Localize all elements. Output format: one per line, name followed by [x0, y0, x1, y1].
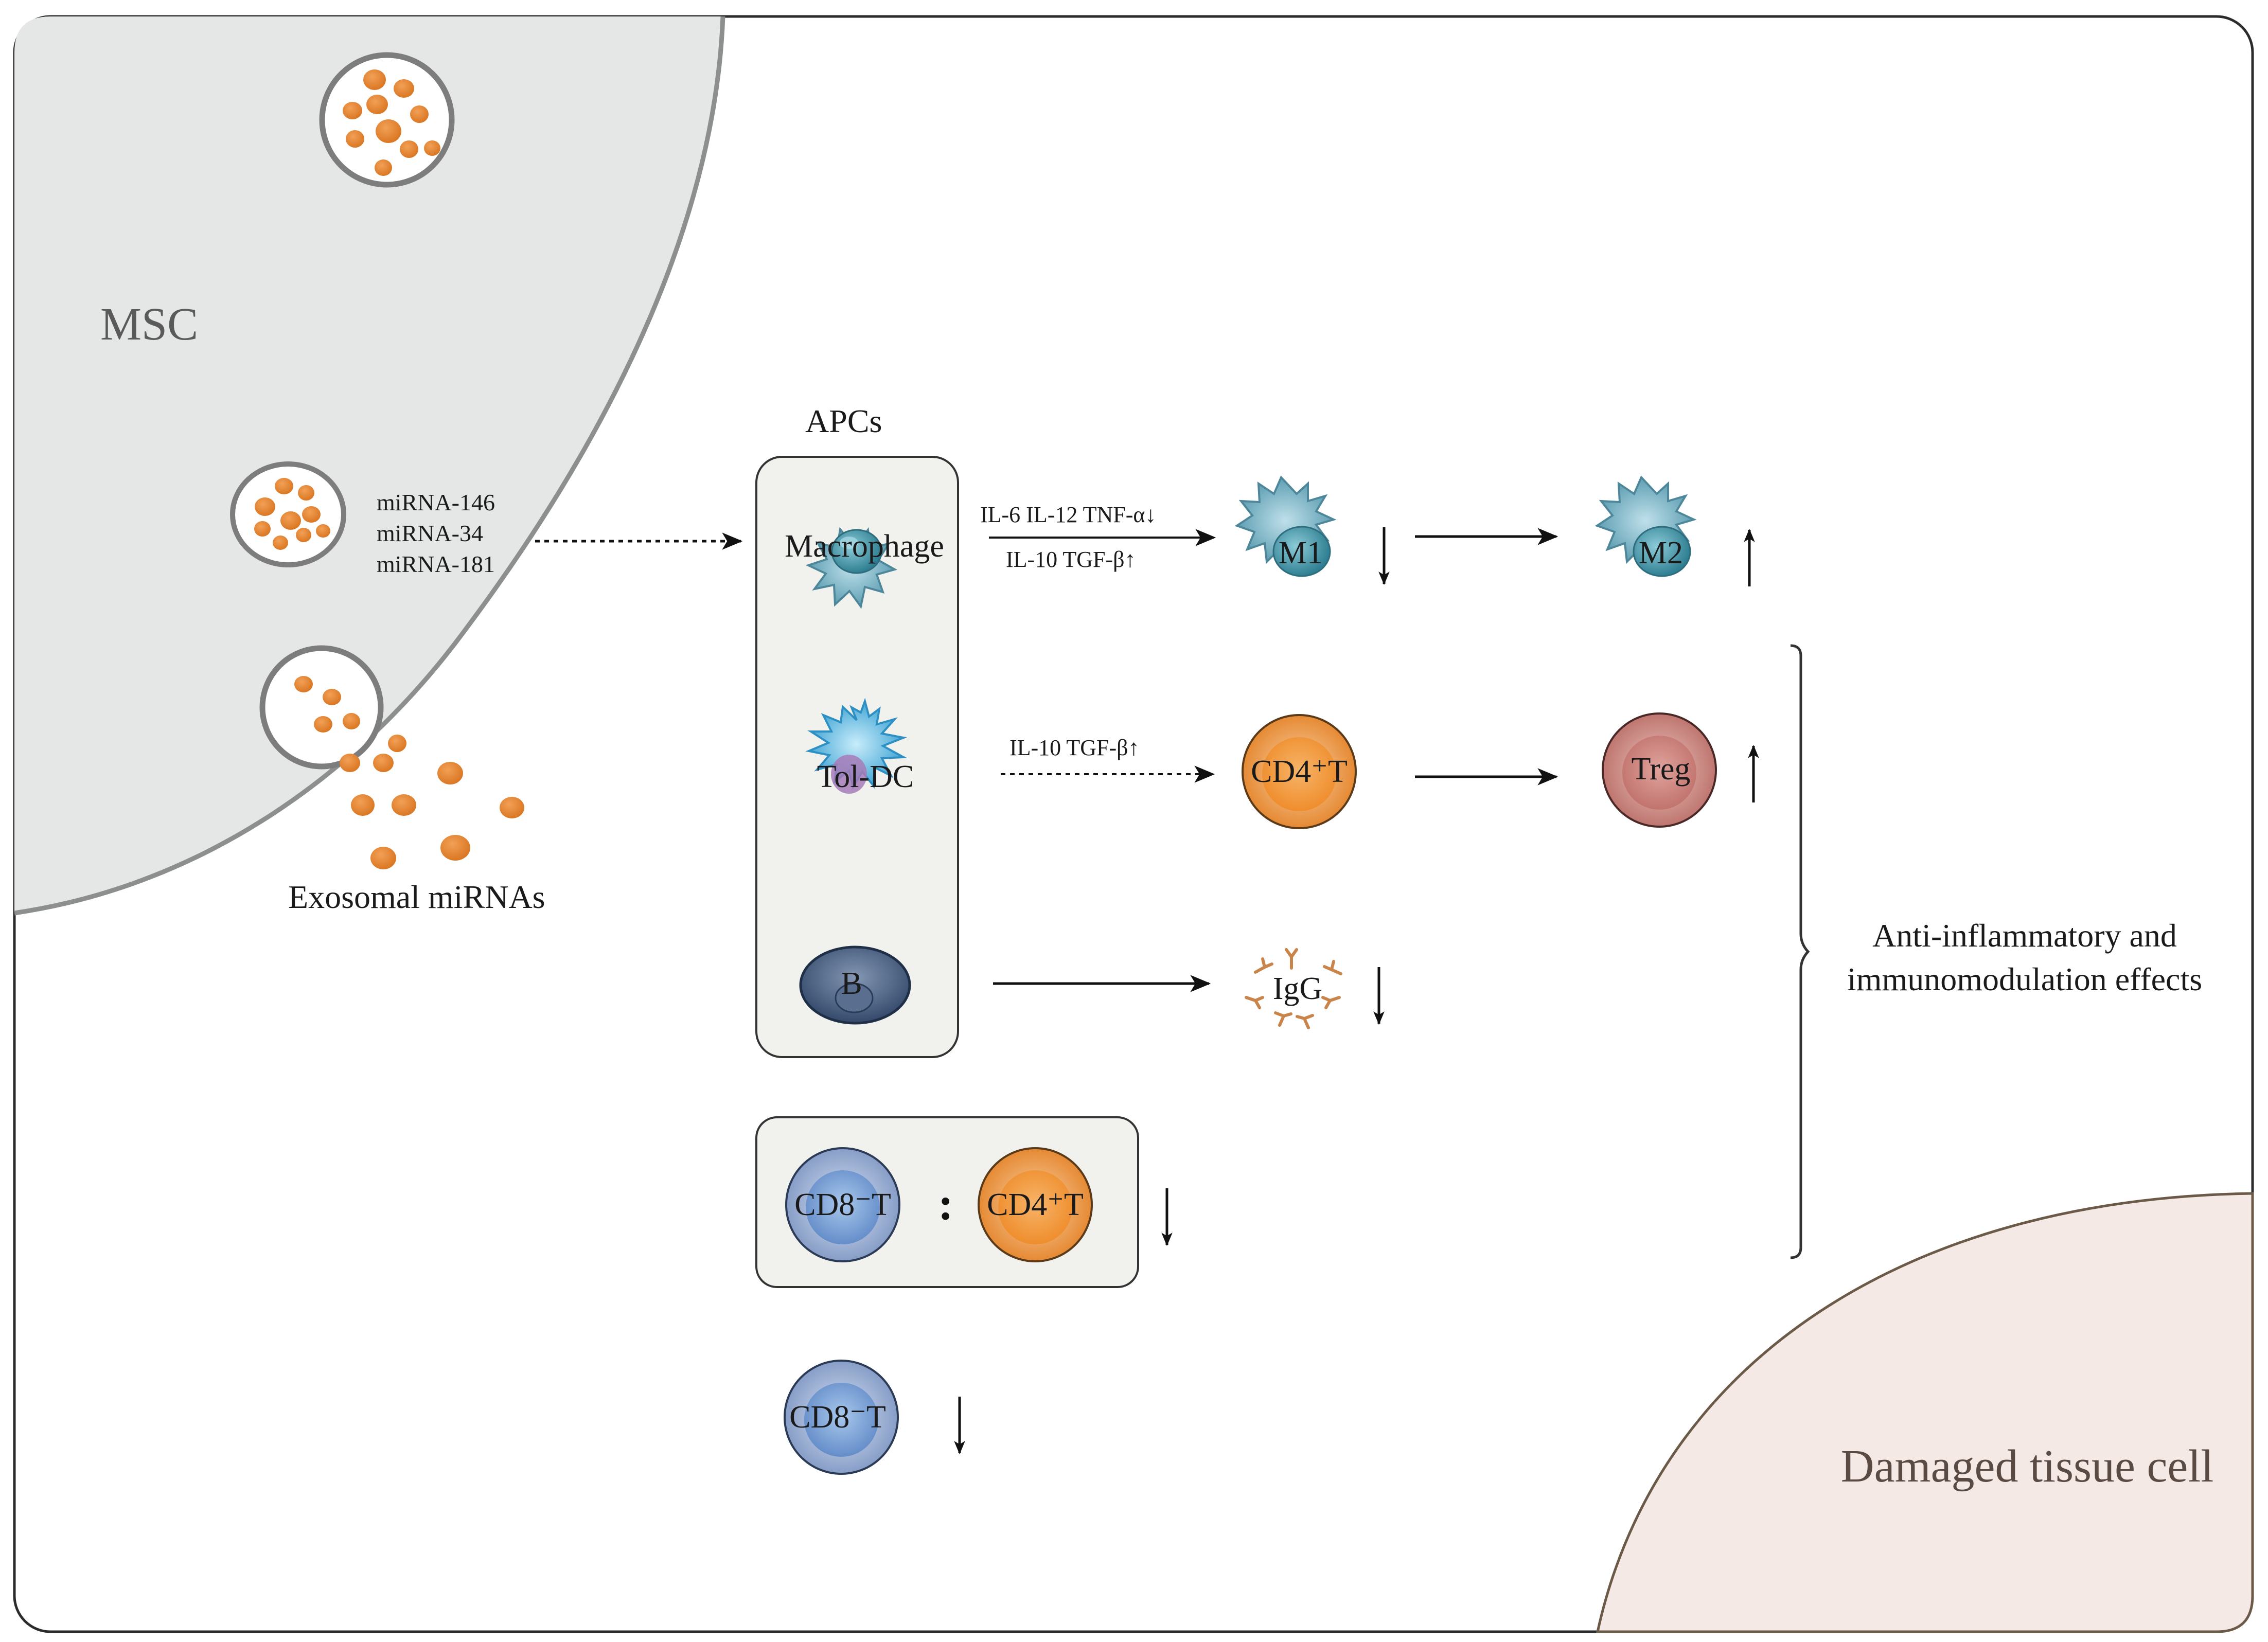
treg-label: Treg	[1632, 752, 1691, 787]
cd8t-cell-ratio	[785, 1147, 900, 1262]
exosome-vesicle-top	[319, 52, 455, 188]
cd8t-ratio-label: CD8⁻T	[794, 1187, 891, 1222]
exosome-vesicle-release	[259, 645, 384, 770]
cd8t-cell-single	[784, 1360, 899, 1475]
igg-label: IgG	[1273, 971, 1322, 1006]
b-cell-label: B	[841, 966, 862, 1001]
cytokines-up-label-2: IL-10 TGF-β↑	[1009, 735, 1140, 760]
msc-region	[14, 16, 723, 913]
ratio-colon: :	[938, 1179, 953, 1229]
effects-line-2: immunomodulation effects	[1847, 961, 2202, 997]
effects-line-1: Anti-inflammatory and	[1872, 917, 2177, 954]
m2-macrophage	[1594, 475, 1697, 577]
mirna-181-label: miRNA-181	[377, 551, 495, 577]
cd8t-single-label: CD8⁻T	[789, 1400, 886, 1435]
mirna-146-label: miRNA-146	[377, 489, 495, 515]
m1-label: M1	[1279, 536, 1323, 570]
m2-label: M2	[1639, 536, 1683, 570]
tol-dc-label: Tol-DC	[817, 759, 914, 794]
b-cell	[799, 945, 911, 1025]
cd4t-cell	[1242, 714, 1357, 829]
macrophage-label: Macrophage	[785, 529, 944, 564]
mirna-list: miRNA-146 miRNA-34 miRNA-181	[377, 489, 501, 577]
msc-membrane	[14, 16, 725, 916]
cytokines-down-label: IL-6 IL-12 TNF-α↓	[980, 502, 1156, 527]
exosome-vesicle-middle	[230, 461, 346, 567]
apcs-label: APCs	[805, 403, 882, 439]
exosomal-mirnas-label: Exosomal miRNAs	[288, 879, 545, 915]
cd4t-label: CD4⁺T	[1251, 754, 1348, 789]
mirna-34-label: miRNA-34	[377, 520, 483, 546]
igg-antibodies	[1245, 948, 1342, 1029]
cd4t-cell-ratio	[978, 1147, 1093, 1262]
damaged-tissue-label: Damaged tissue cell	[1841, 1441, 2214, 1492]
m1-macrophage	[1234, 475, 1337, 577]
cytokines-up-label-1: IL-10 TGF-β↑	[1006, 547, 1136, 572]
macrophage-cell	[805, 527, 898, 609]
released-mirnas	[340, 735, 524, 869]
damaged-tissue-cell	[1596, 1192, 2254, 1633]
tol-dc-cell	[805, 698, 908, 794]
msc-label: MSC	[100, 299, 198, 350]
cd4t-ratio-label: CD4⁺T	[987, 1187, 1084, 1222]
effects-brace	[1790, 644, 1810, 1259]
treg-cell	[1602, 712, 1717, 828]
